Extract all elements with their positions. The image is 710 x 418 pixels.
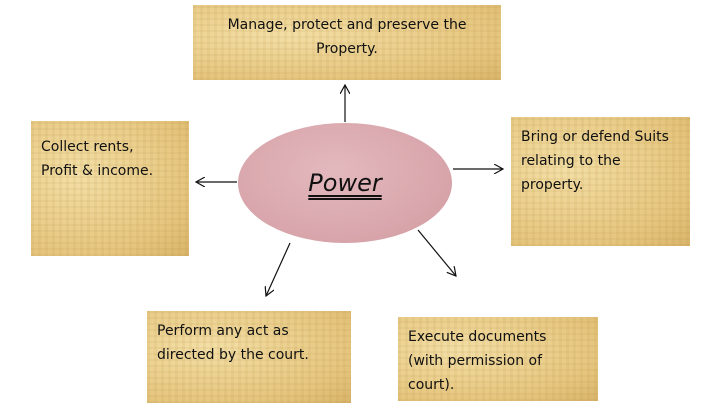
box-text: Bring or defend Suits relating to the pr… xyxy=(521,129,669,193)
center-label: Power xyxy=(308,169,382,197)
center-ellipse: Power xyxy=(238,123,452,243)
box-perform-act: Perform any act as directed by the court… xyxy=(147,311,351,403)
box-manage-property: Manage, protect and preserve the Propert… xyxy=(193,5,501,80)
box-collect-rents: Collect rents, Profit & income. xyxy=(31,121,189,256)
box-text: Execute documents (with permission of co… xyxy=(408,329,547,393)
arrow-bottom-right xyxy=(417,229,456,276)
box-text: Collect rents, Profit & income. xyxy=(41,139,154,179)
box-text: Perform any act as directed by the court… xyxy=(157,323,309,363)
box-suits: Bring or defend Suits relating to the pr… xyxy=(511,117,690,246)
arrow-bottom-left xyxy=(266,242,291,296)
box-execute-documents: Execute documents (with permission of co… xyxy=(398,317,598,401)
box-text: Manage, protect and preserve the Propert… xyxy=(227,17,467,57)
